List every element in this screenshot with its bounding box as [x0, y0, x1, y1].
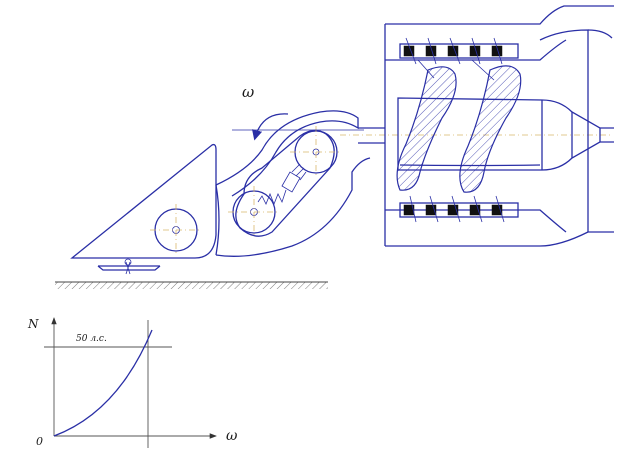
- rotation-arrow: ω: [242, 83, 289, 141]
- omega-label: ω: [242, 83, 254, 101]
- ground: [55, 281, 328, 289]
- clutch-housing: [384, 5, 614, 247]
- x-axis-label: ω: [226, 428, 238, 444]
- wedge-frame: [70, 143, 217, 275]
- rocker-housing: [215, 110, 371, 257]
- bottom-coils: [399, 195, 519, 223]
- clutch-discs: [396, 59, 522, 193]
- y-axis-label: N: [27, 317, 39, 331]
- wheel-left: [150, 204, 202, 256]
- power-label: 50 л.с.: [76, 334, 107, 344]
- spring: [257, 163, 307, 206]
- power-graph: N ω 0 50 л.с.: [27, 317, 238, 448]
- top-coils: [399, 37, 519, 65]
- origin-label: 0: [36, 435, 43, 448]
- power-curve: [53, 329, 153, 437]
- belt-drive: [228, 126, 342, 238]
